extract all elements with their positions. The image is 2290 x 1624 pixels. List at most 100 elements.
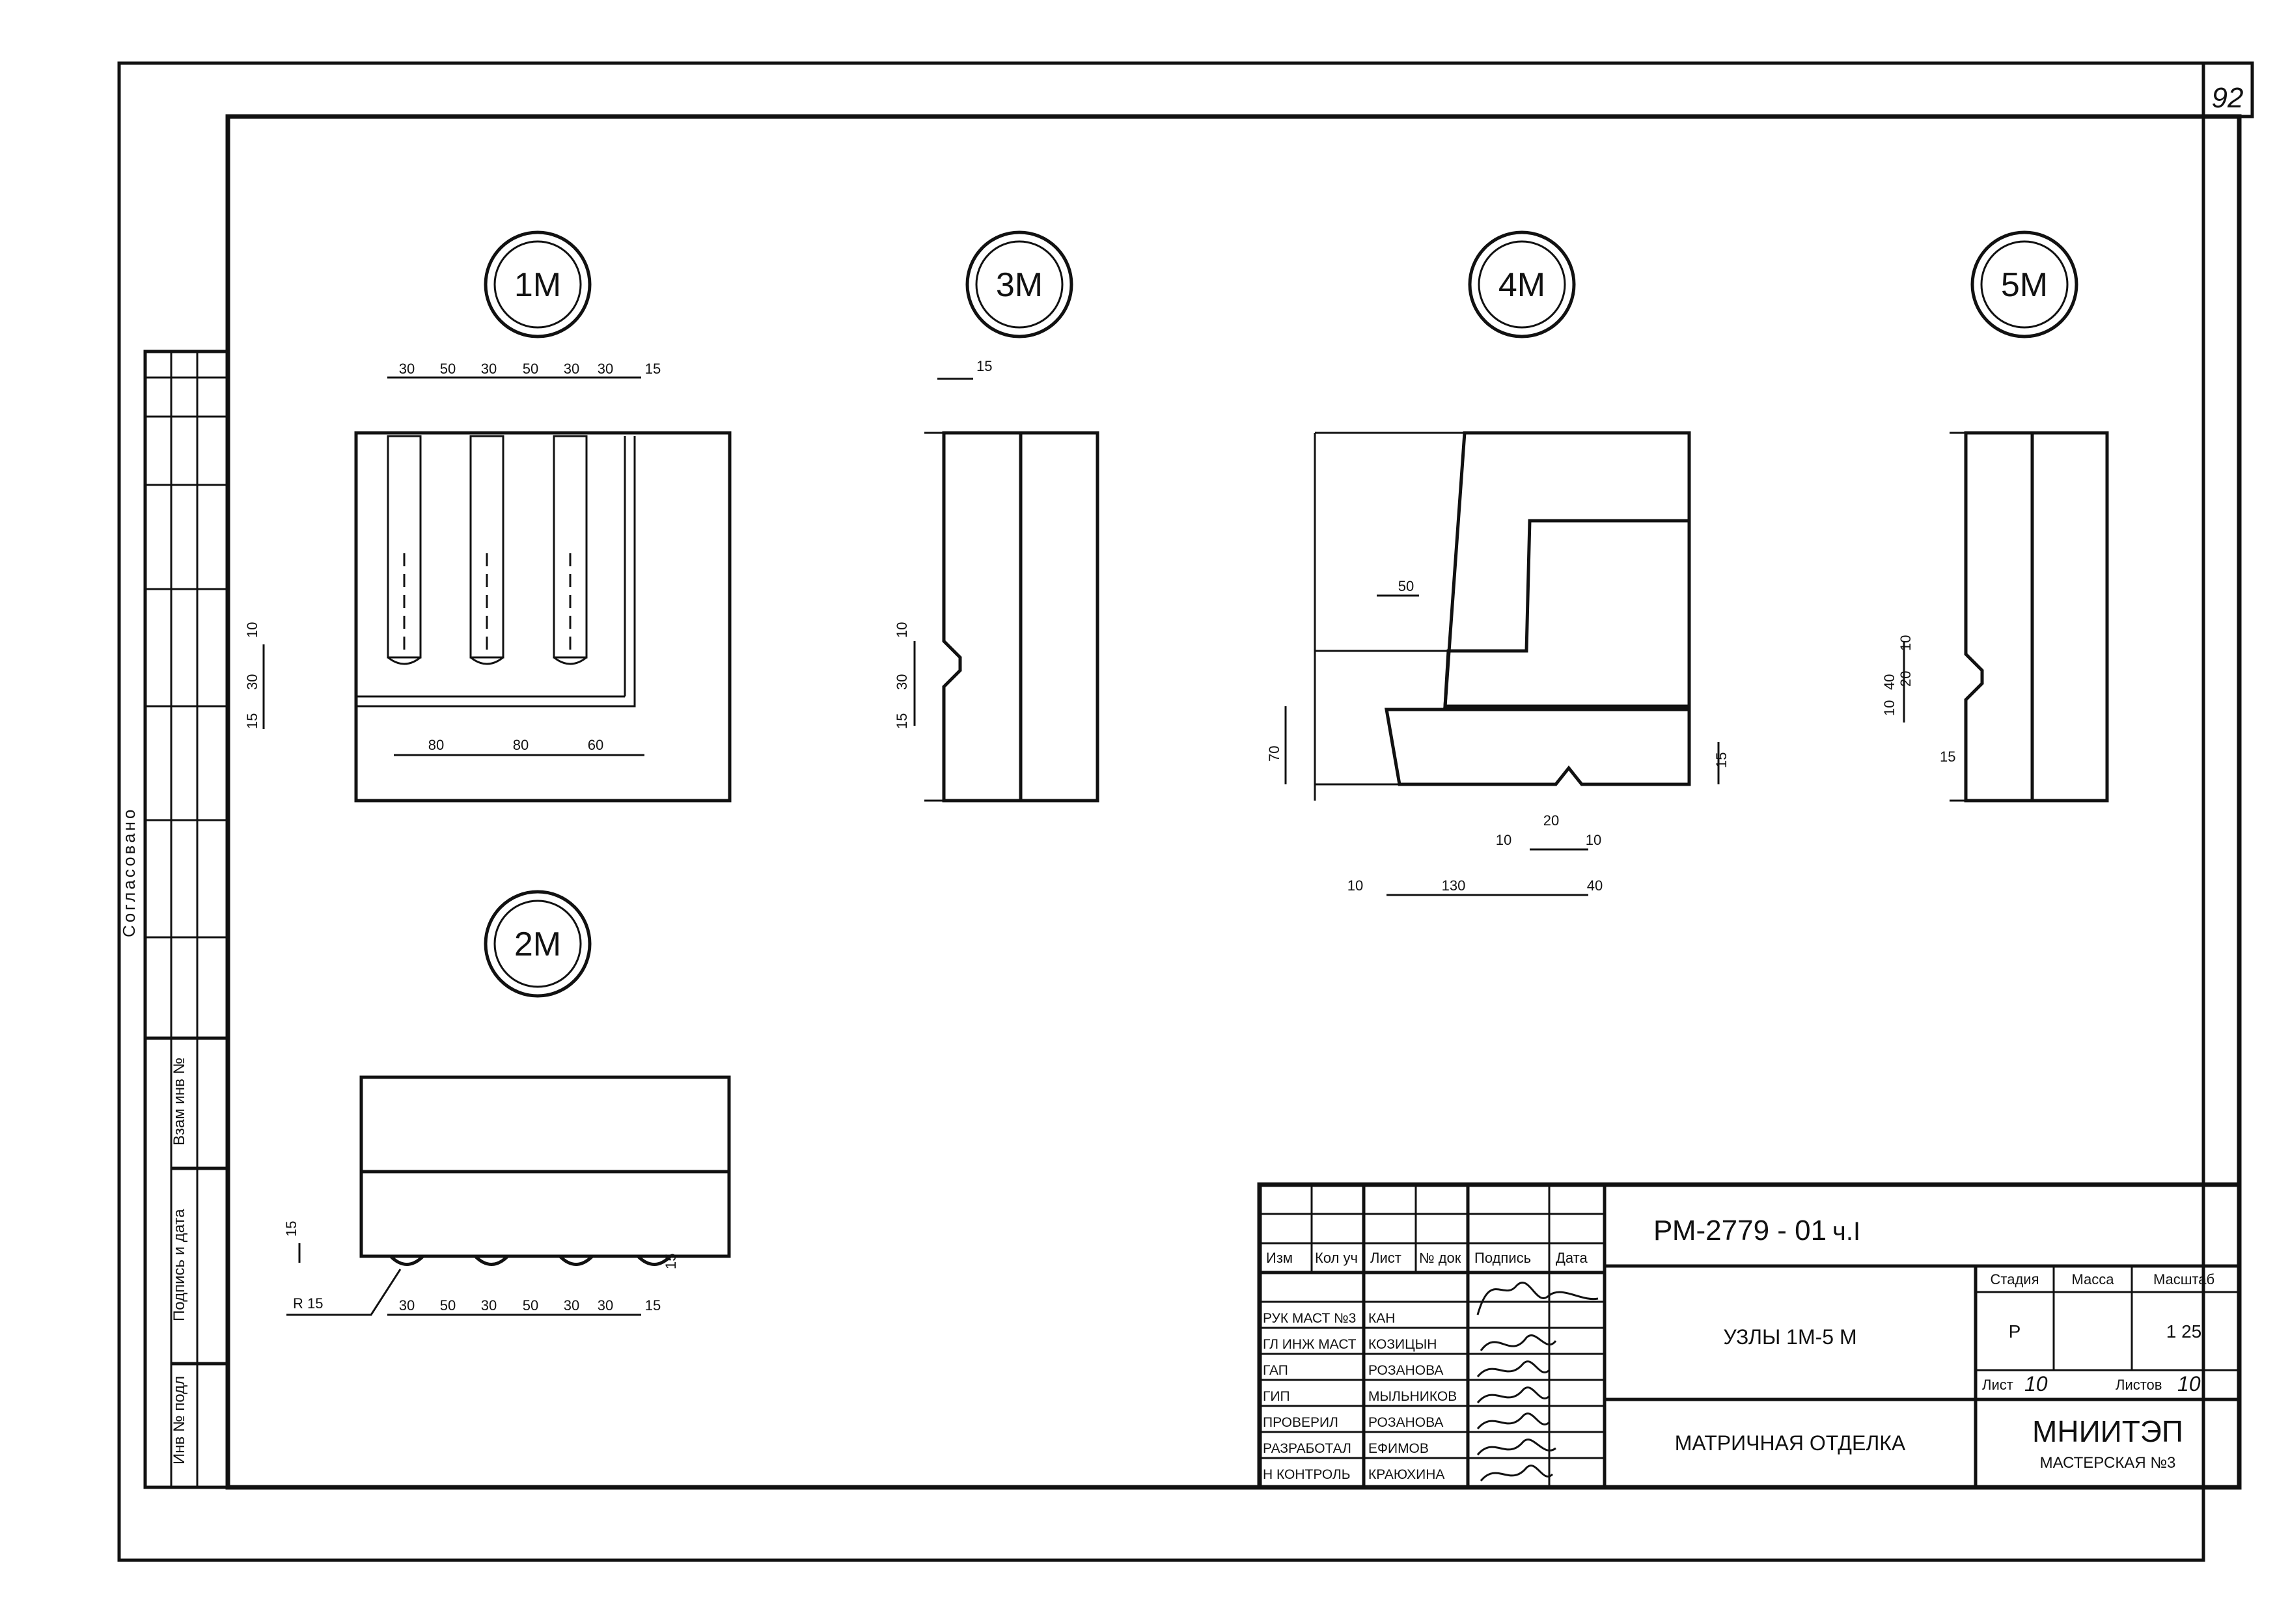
svg-text:10: 10 [1496,832,1511,848]
svg-text:30: 30 [564,1297,579,1314]
dims-left-3m: 10 30 15 [894,622,910,729]
dims-top-1m: 30 50 30 50 30 30 15 [399,361,661,377]
swap-inv-label: Взам инв № [171,1058,188,1146]
svg-text:ГИП: ГИП [1263,1389,1290,1404]
svg-text:10: 10 [1881,700,1897,716]
detail-marker-2m [484,890,592,998]
doc-code: РМ-2779 - 01 [1653,1215,1827,1246]
svg-text:30: 30 [894,674,910,690]
svg-text:КОЗИЦЫН: КОЗИЦЫН [1368,1337,1437,1352]
svg-text:ЕФИМОВ: ЕФИМОВ [1368,1441,1429,1456]
svg-text:РАЗРАБОТАЛ: РАЗРАБОТАЛ [1263,1441,1351,1456]
svg-text:30: 30 [481,1297,497,1314]
svg-text:30: 30 [399,1297,415,1314]
detail-marker-5m [1970,230,2078,338]
svg-text:70: 70 [1266,746,1282,762]
inv-orig-label: Инв № подл [171,1376,188,1465]
dims-4m: 50 70 15 20 10 10 10 130 40 [1266,578,1730,894]
svg-text:30: 30 [481,361,497,377]
hdr-podpis: Подпись [1474,1250,1531,1266]
sheet-subject: МАТРИЧНАЯ ОТДЕЛКА [1675,1431,1906,1455]
hdr-listov-label: Листов [2116,1377,2162,1393]
svg-text:10: 10 [1347,877,1363,894]
detail-marker-1m [484,230,592,338]
sheet-number-box [2201,61,2254,118]
side-stamp: Согласовано Взам инв № Подпись и дата Ин… [119,350,230,1489]
detail-marker-4m [1468,230,1576,338]
hdr-data: Дата [1556,1250,1588,1266]
detail-5m: 5М 10 20 40 10 15 [1881,230,2109,803]
svg-text:10: 10 [244,622,260,638]
svg-text:ГЛ ИНЖ МАСТ: ГЛ ИНЖ МАСТ [1263,1337,1357,1352]
signatures [1476,1282,1599,1481]
svg-text:30: 30 [244,674,260,690]
detail-3m: 3М 15 10 30 15 [894,230,1099,803]
hdr-n-dok: № док [1419,1250,1461,1266]
sheet-number: 92 [2212,82,2244,114]
svg-text:15: 15 [1940,749,1955,765]
svg-text:80: 80 [513,737,529,753]
dims-left-1m: 10 30 15 [244,622,260,729]
svg-text:15: 15 [244,713,260,729]
stadiya-value: Р [2009,1321,2021,1342]
outer-border [117,61,2205,1562]
listov-number: 10 [2177,1372,2201,1396]
svg-text:50: 50 [440,361,456,377]
hdr-list-label: Лист [1982,1377,2013,1393]
hdr-stadiya: Стадия [1991,1271,2039,1287]
svg-text:15: 15 [645,361,661,377]
dims-bottom-2m: 30 50 30 50 30 30 15 [399,1297,661,1314]
svg-text:КРАЮХИНА: КРАЮХИНА [1368,1467,1444,1482]
sign-date-label: Подпись и дата [171,1209,188,1321]
hdr-list: Лист [1370,1250,1401,1266]
svg-text:РОЗАНОВА: РОЗАНОВА [1368,1415,1443,1430]
svg-text:20: 20 [1897,671,1914,687]
svg-text:30: 30 [598,361,613,377]
masshtab-value: 1 25 [2166,1321,2202,1342]
org-name: МНИИТЭП [2032,1414,2183,1448]
svg-text:50: 50 [523,1297,538,1314]
org-unit: МАСТЕРСКАЯ №3 [2040,1454,2176,1472]
doc-part: ч.I [1832,1217,1860,1246]
svg-text:40: 40 [1881,674,1897,690]
hdr-masshtab: Масштаб [2153,1271,2214,1287]
svg-text:60: 60 [588,737,603,753]
svg-text:40: 40 [1587,877,1603,894]
svg-text:50: 50 [440,1297,456,1314]
roles-list: РУК МАСТ №3 КАН ГЛ ИНЖ МАСТ КОЗИЦЫН ГАП … [1263,1311,1457,1482]
detail-label-3m: 3М [996,266,1043,304]
hdr-massa: Масса [2071,1271,2114,1287]
svg-text:50: 50 [523,361,538,377]
detail-2m: 2М R 15 30 50 30 50 30 30 15 15 15 [283,890,731,1316]
hdr-kol-uch: Кол уч [1315,1250,1358,1266]
svg-text:80: 80 [428,737,444,753]
svg-text:20: 20 [1543,812,1559,829]
detail-4m: 4М 50 70 15 20 10 10 10 130 40 [1266,230,1730,896]
radius-label-2m: R 15 [293,1295,323,1312]
detail-label-5m: 5М [2001,266,2048,304]
dims-5m: 10 20 40 10 15 [1881,635,1955,765]
svg-text:130: 130 [1442,877,1466,894]
svg-text:30: 30 [399,361,415,377]
dim-right-2m: 15 [663,1254,679,1269]
agreed-label: Согласовано [119,807,139,937]
detail-1m: 1М 30 50 30 50 30 30 15 80 80 60 10 [244,230,732,803]
svg-text:15: 15 [894,713,910,729]
svg-text:10: 10 [1897,635,1914,651]
list-number: 10 [2024,1372,2048,1396]
dims-bottom-1m: 80 80 60 [428,737,603,753]
detail-label-1m: 1М [514,266,561,304]
svg-text:Н КОНТРОЛЬ: Н КОНТРОЛЬ [1263,1467,1351,1482]
svg-text:50: 50 [1398,578,1414,594]
svg-text:РУК МАСТ №3: РУК МАСТ №3 [1263,1311,1356,1326]
detail-label-4m: 4М [1498,266,1545,304]
dim-left-2m: 15 [283,1221,299,1237]
dim-top-3m: 15 [976,358,992,374]
svg-text:РОЗАНОВА: РОЗАНОВА [1368,1363,1443,1378]
svg-text:30: 30 [598,1297,613,1314]
hdr-izm: Изм [1266,1250,1293,1266]
svg-text:10: 10 [894,622,910,638]
title-block: Изм Кол уч Лист № док Подпись Дата РУК М… [1257,1182,2242,1490]
svg-text:ПРОВЕРИЛ: ПРОВЕРИЛ [1263,1415,1338,1430]
